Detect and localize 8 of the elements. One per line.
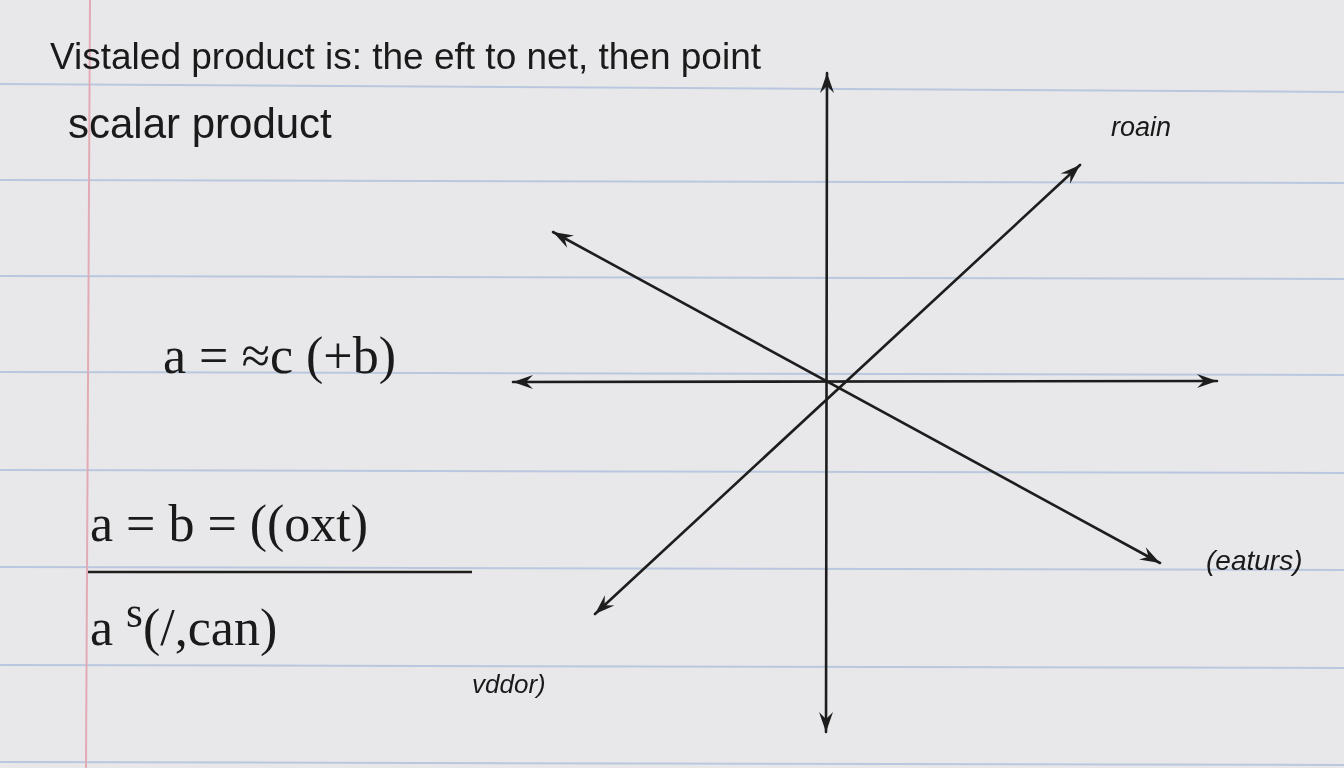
axis-label: vddor): [472, 670, 546, 700]
fraction-denominator: a $^{s}$(/,can): [90, 588, 278, 659]
heading: Vistaled product is: the eft to net, then point: [50, 36, 761, 79]
axis-label: (eaturs): [1206, 545, 1303, 578]
subheading: scalar product: [68, 100, 332, 149]
axis-label: roain: [1111, 112, 1172, 144]
formula: a = ≈c (+b): [163, 326, 396, 386]
fraction-numerator: a = b = ((oxt): [90, 494, 369, 554]
